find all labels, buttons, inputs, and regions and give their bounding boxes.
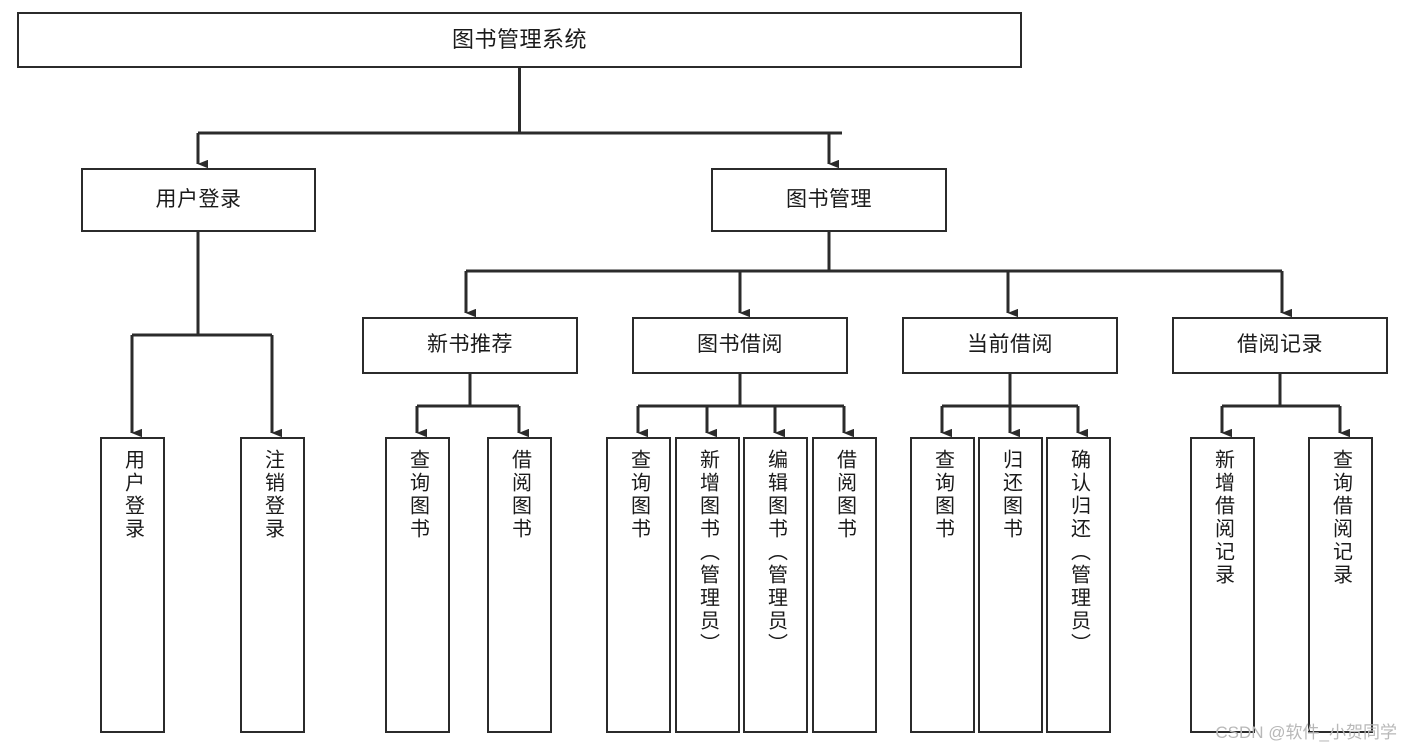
- node-leaf-add-book[interactable]: 新增图书（管理员）: [675, 437, 740, 733]
- node-leaf-query-borrow-record[interactable]: 查询借阅记录: [1308, 437, 1373, 733]
- node-label: 图书管理系统: [451, 27, 587, 53]
- node-current-borrow[interactable]: 当前借阅: [902, 317, 1118, 374]
- node-leaf-query-book-current[interactable]: 查询图书: [910, 437, 975, 733]
- node-label: 用户登录: [121, 449, 144, 541]
- node-label: 新增借阅记录: [1211, 449, 1234, 587]
- node-label: 新增图书（管理员）: [696, 449, 719, 656]
- node-user-login[interactable]: 用户登录: [81, 168, 316, 232]
- node-leaf-user-login[interactable]: 用户登录: [100, 437, 165, 733]
- node-root-book-management-system[interactable]: 图书管理系统: [17, 12, 1022, 68]
- node-new-book-recommend[interactable]: 新书推荐: [362, 317, 578, 374]
- node-label: 借阅图书: [508, 449, 531, 541]
- node-label: 当前借阅: [967, 333, 1053, 357]
- node-leaf-query-book-borrow[interactable]: 查询图书: [606, 437, 671, 733]
- node-leaf-add-borrow-record[interactable]: 新增借阅记录: [1190, 437, 1255, 733]
- csdn-watermark: CSDN @软件_小贺同学: [1215, 723, 1397, 742]
- node-leaf-borrow-book-recommend[interactable]: 借阅图书: [487, 437, 552, 733]
- node-leaf-return-book[interactable]: 归还图书: [978, 437, 1043, 733]
- node-leaf-logout[interactable]: 注销登录: [240, 437, 305, 733]
- node-label: 确认归还（管理员）: [1067, 449, 1090, 656]
- node-label: 借阅图书: [833, 449, 856, 541]
- node-label: 注销登录: [261, 449, 284, 541]
- node-label: 查询图书: [931, 449, 954, 541]
- node-leaf-borrow-book[interactable]: 借阅图书: [812, 437, 877, 733]
- node-book-borrow[interactable]: 图书借阅: [632, 317, 848, 374]
- node-leaf-edit-book[interactable]: 编辑图书（管理员）: [743, 437, 808, 733]
- node-leaf-query-book-recommend[interactable]: 查询图书: [385, 437, 450, 733]
- node-label: 图书借阅: [697, 333, 783, 357]
- node-label: 查询图书: [406, 449, 429, 541]
- node-label: 新书推荐: [427, 333, 513, 357]
- node-label: 借阅记录: [1237, 333, 1323, 357]
- node-label: 归还图书: [999, 449, 1022, 541]
- node-label: 图书管理: [786, 187, 872, 211]
- node-label: 查询借阅记录: [1329, 449, 1352, 587]
- node-label: 用户登录: [155, 187, 242, 211]
- node-borrow-record[interactable]: 借阅记录: [1172, 317, 1388, 374]
- node-label: 编辑图书（管理员）: [764, 449, 787, 656]
- node-leaf-confirm-return[interactable]: 确认归还（管理员）: [1046, 437, 1111, 733]
- node-book-management[interactable]: 图书管理: [711, 168, 947, 232]
- node-label: 查询图书: [627, 449, 650, 541]
